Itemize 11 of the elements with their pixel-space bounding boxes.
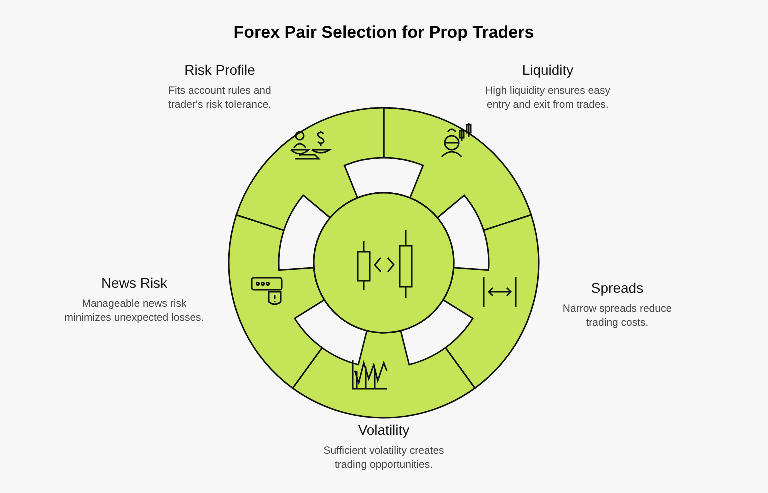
segment-description: Sufficient volatility creates trading opportunities. [322,445,446,472]
segment-description: Fits account rules and trader's risk tolerance. [168,85,272,112]
segment-heading: Spreads [591,280,644,296]
segment-heading: Liquidity [522,62,574,78]
segment-description: Narrow spreads reduce trading costs. [562,303,674,330]
segment-heading: Volatility [358,422,410,438]
segment-heading: News Risk [101,275,168,291]
title: Forex Pair Selection for Prop Traders [234,23,534,43]
segment-description: High liquidity ensures easy entry and exit from trades. [484,85,612,112]
segment-heading: Risk Profile [184,62,256,78]
segment-description: Manageable news risk minimizes unexpected losses. [64,298,206,326]
